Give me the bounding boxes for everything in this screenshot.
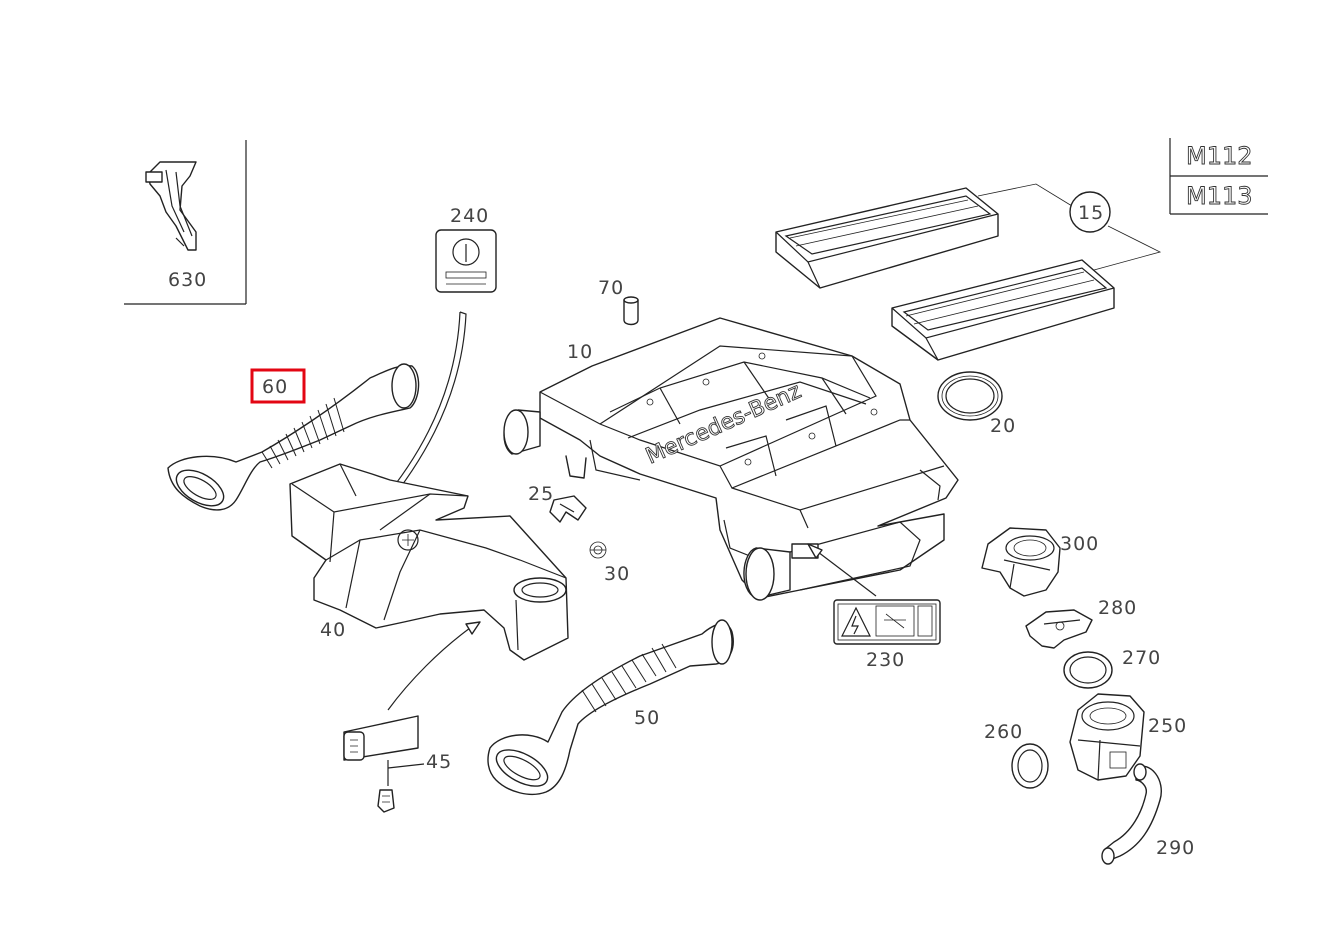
part-70-sleeve[interactable] [623,296,639,326]
part-230-warning-label[interactable] [833,599,941,645]
engine-code-box [1169,138,1268,215]
label-60: 60 [262,376,288,398]
callout-15-leaders [977,183,1162,271]
highlight-box-60 [250,368,306,404]
engine-code-m112: M112 [1186,142,1253,170]
part-20-seal-ring[interactable] [937,371,1003,421]
leader-45 [387,621,481,711]
label-280: 280 [1098,597,1137,619]
part-630-bracket[interactable] [145,161,197,251]
part-40-air-guide[interactable] [289,463,569,661]
label-270: 270 [1122,647,1161,669]
part-60-intake-hose[interactable] [167,363,420,513]
part-25-clip[interactable] [549,495,587,523]
part-280-bracket[interactable] [1025,609,1093,649]
engine-code-m113: M113 [1186,182,1253,210]
part-50-intake-hose[interactable] [487,619,734,796]
part-30-spring-nut[interactable] [589,541,607,559]
part-45-foam-strip[interactable] [343,715,419,761]
label-230: 230 [866,649,905,671]
label-630: 630 [168,269,207,291]
label-45: 45 [426,751,452,773]
part-270-ring[interactable] [1063,651,1113,689]
label-70: 70 [598,277,624,299]
part-45-clip[interactable] [377,789,395,813]
label-10: 10 [567,341,593,363]
part-15-filter-upper[interactable] [775,187,999,289]
label-30: 30 [604,563,630,585]
part-15-filter-lower[interactable] [891,259,1115,361]
leader-45-label [387,760,425,786]
label-250: 250 [1148,715,1187,737]
label-260: 260 [984,721,1023,743]
part-10-filter-housing[interactable] [503,317,959,601]
label-40: 40 [320,619,346,641]
label-290: 290 [1156,837,1195,859]
part-250-throttle-body[interactable] [1069,693,1145,781]
leader-230 [807,543,877,597]
label-300: 300 [1060,533,1099,555]
label-15: 15 [1078,202,1104,224]
inset-frame [124,140,247,305]
part-260-ring[interactable] [1011,743,1049,789]
part-290-hose[interactable] [1101,763,1162,865]
label-50: 50 [634,707,660,729]
part-300-housing[interactable] [981,527,1061,597]
label-240: 240 [450,205,489,227]
label-25: 25 [528,483,554,505]
part-240-sticker[interactable] [435,229,497,293]
label-20: 20 [990,415,1016,437]
